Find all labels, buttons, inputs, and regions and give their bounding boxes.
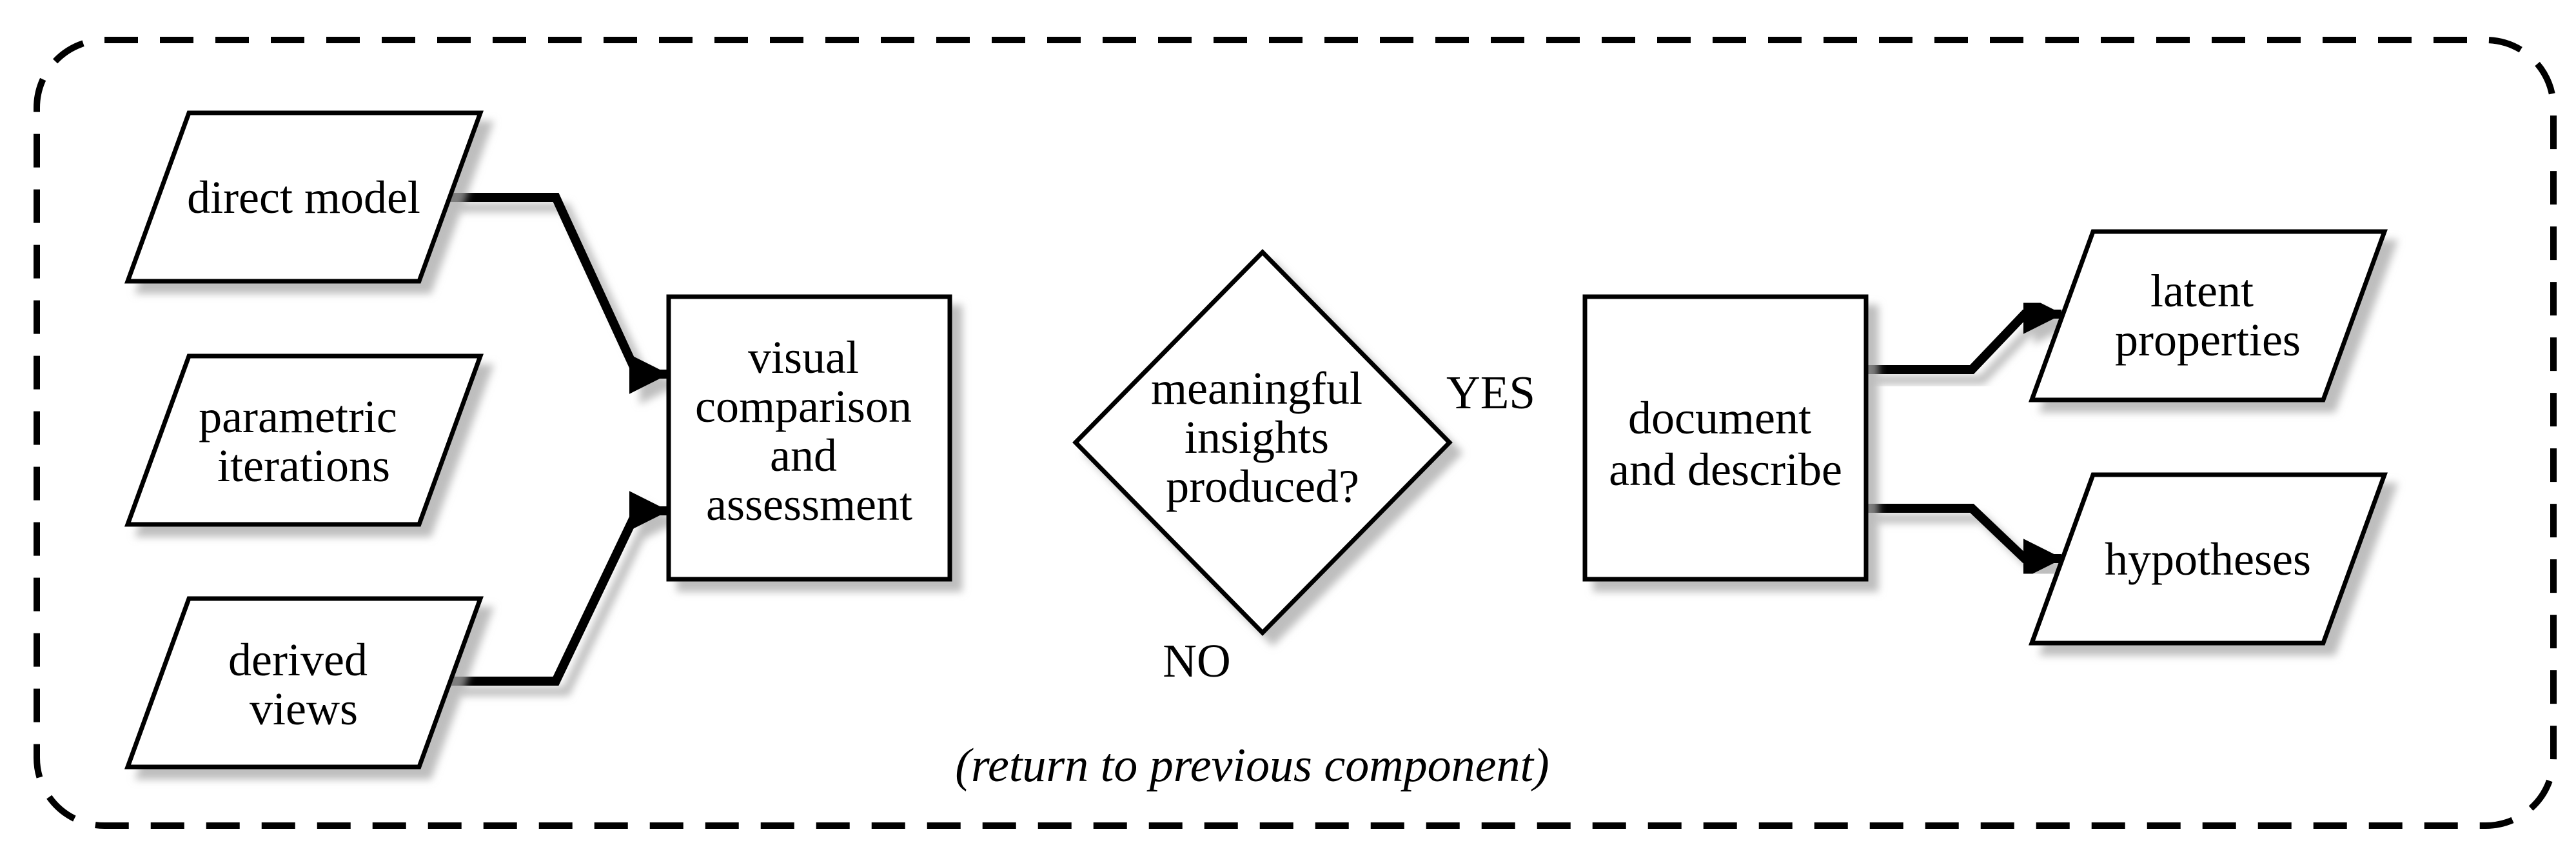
node-direct-model [124,110,484,284]
node-document-describe [1582,294,1869,582]
node-hypotheses [2029,472,2388,646]
label-line: properties [2115,314,2301,366]
label-latent-properties: latent properties [2115,265,2301,366]
label-line: insights [1185,412,1329,463]
edge-direct-model-to-comparison [449,193,669,394]
yes-label: YES [1446,366,1535,419]
return-caption: (return to previous component) [955,739,1549,792]
label-line: assessment [706,479,912,530]
edge-labels: YES NO (return to previous component) [955,366,1549,792]
label-line: and describe [1609,444,1842,495]
node-labels: direct model parametric iterations deriv… [187,172,2311,735]
label-line: visual [748,332,859,383]
edge-document-to-hypotheses [1866,504,2063,579]
label-line: iterations [217,440,390,492]
label-line: parametric [199,391,397,442]
nodes [124,110,2388,770]
label-direct-model: direct model [187,172,420,223]
dashed-boundary [34,37,2557,829]
no-label: NO [1163,635,1230,687]
edge-derived-views-to-comparison [450,491,669,686]
label-derived-views: derived views [228,634,379,735]
edges [449,193,2063,730]
label-line: latent [2150,265,2254,317]
label-line: comparison [695,381,912,432]
label-line: meaningful [1151,362,1362,414]
label-document-describe: document and describe [1609,392,1842,495]
label-line: produced? [1166,461,1359,512]
label-insights-decision: meaningful insights produced? [1151,362,1374,512]
label-line: views [250,683,358,735]
node-latent-properties [2029,229,2388,402]
node-visual-comparison [666,294,952,582]
node-decision-diamond [1072,249,1453,636]
node-derived-views [124,596,484,770]
label-line: and [770,430,837,481]
label-hypotheses: hypotheses [2105,533,2311,585]
edge-document-to-latent-properties [1866,294,2063,374]
node-parametric-iterations [124,353,484,527]
label-visual-comparison: visual comparison and assessment [695,332,923,530]
label-parametric-iterations: parametric iterations [199,391,409,492]
label-line: document [1628,392,1811,444]
label-line: derived [228,634,368,686]
